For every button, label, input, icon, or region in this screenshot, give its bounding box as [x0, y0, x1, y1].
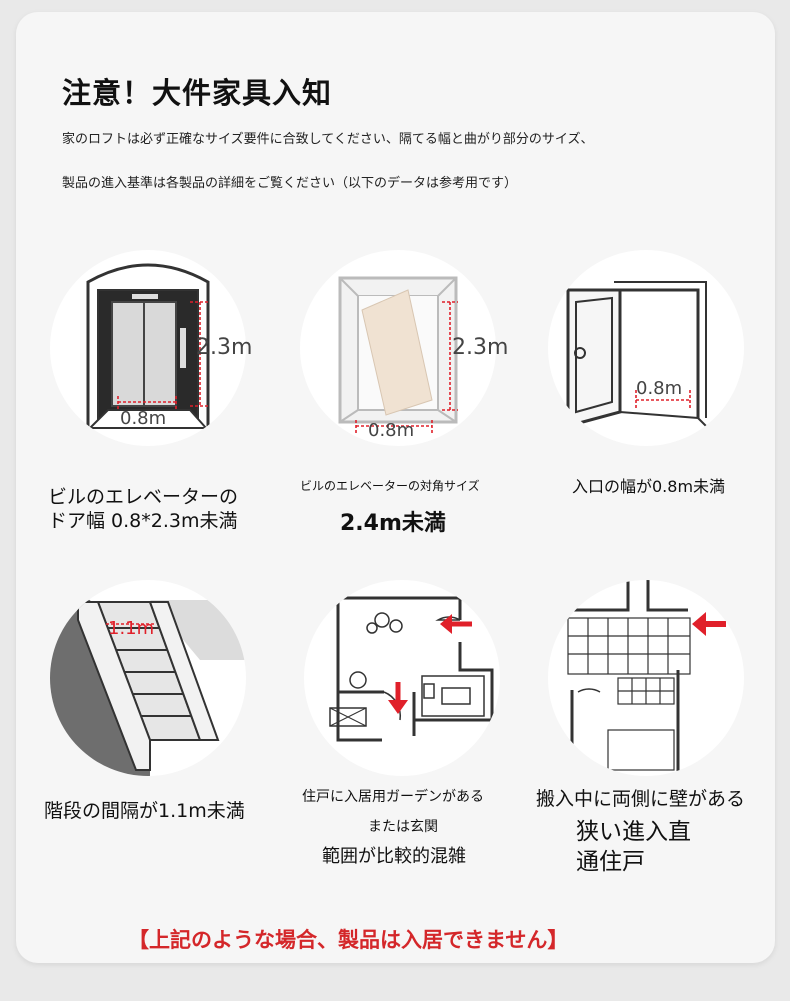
caption-floor-plan-line1: 住戸に入居用ガーデンがある: [302, 789, 484, 805]
page-title: 注意！大件家具入知: [62, 76, 333, 110]
caption-corridor-line2: 狭い進入直: [576, 819, 691, 845]
warning-footer: 【上記のような場合、製品は入居できません】: [128, 928, 569, 952]
width-label: 0.8m: [368, 420, 415, 441]
width-label: 0.8m: [636, 378, 683, 399]
staircase-icon: [50, 580, 246, 776]
caption-elevator-diagonal-small: ビルのエレベーターの対角サイズ: [300, 479, 480, 493]
caption-entrance-door: 入口の幅が0.8m未満: [572, 477, 726, 496]
caption-corridor-line3: 通住戸: [576, 849, 645, 875]
caption-elevator-diagonal-big: 2.4m未満: [340, 511, 446, 536]
height-label: 2.3m: [452, 335, 509, 360]
caption-staircase: 階段の間隔が1.1m未満: [44, 800, 245, 822]
intro-line-2: 製品の進入基準は各製品の詳細をご覧ください（以下のデータは参考用です）: [62, 176, 518, 191]
width-label: 0.8m: [120, 408, 167, 429]
elevator-diagonal-icon: [300, 250, 496, 446]
entrance-door-icon: [548, 250, 744, 446]
caption-elevator-door-line1: ビルのエレベーターの: [48, 486, 239, 508]
intro-line-1: 家のロフトは必ず正確なサイズ要件に合致してください、隔てる幅と曲がり部分のサイズ…: [62, 132, 594, 147]
width-label: 1.1m: [108, 618, 155, 639]
floor-plan-garden-icon: [304, 580, 500, 776]
notice-card: [16, 12, 775, 963]
caption-floor-plan-line3: 範囲が比較的混雑: [322, 846, 466, 867]
narrow-corridor-icon: [548, 580, 744, 776]
caption-elevator-door-line2: ドア幅 0.8*2.3m未満: [48, 510, 238, 532]
caption-floor-plan-line2: または玄関: [368, 819, 438, 835]
elevator-door-icon: [50, 250, 246, 446]
caption-corridor-line1: 搬入中に両側に壁がある: [536, 788, 746, 810]
height-label: 2.3m: [196, 335, 253, 360]
